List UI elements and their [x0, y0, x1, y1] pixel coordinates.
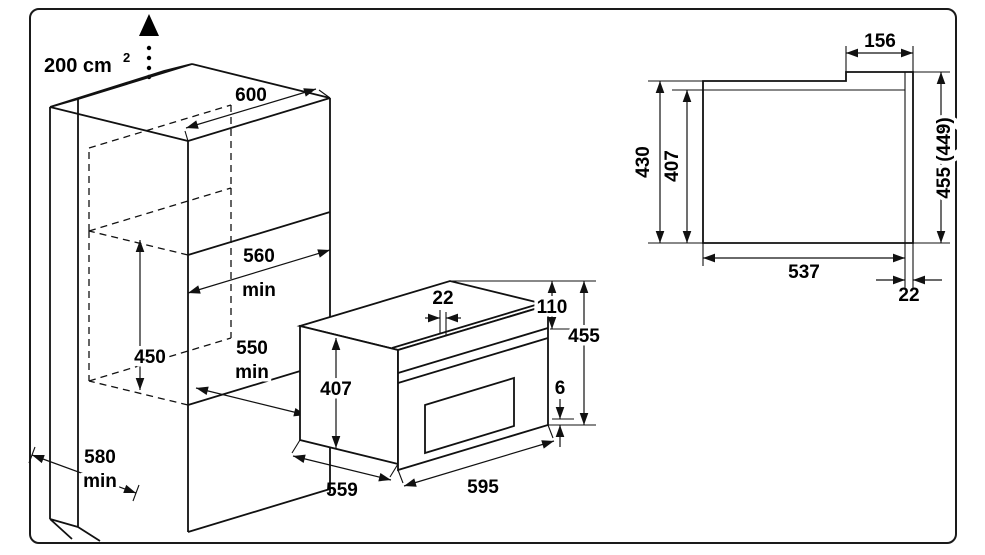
dim-oven-width: 595 [467, 477, 499, 498]
dim-niche-depth-min: min [235, 362, 269, 383]
dim-cabinet-width: 600 [235, 85, 267, 106]
cabinet-outline [49, 63, 331, 542]
vent-area-label: 200 cm [44, 55, 112, 77]
dim-side-door-thickness: 22 [898, 285, 919, 306]
dim-oven-front-height: 407 [320, 379, 352, 400]
dim-oven-bottom-gap: 6 [555, 378, 566, 399]
dim-side-inner-height: 407 [662, 150, 683, 182]
dim-line-base-depth [31, 454, 137, 494]
dim-base-depth: 580 [84, 447, 116, 468]
dim-side-depth: 537 [788, 262, 820, 283]
dim-line-oven-width [403, 440, 555, 487]
cabinet-extension-lines [28, 89, 331, 502]
dim-niche-width-min: min [242, 280, 276, 301]
dim-niche-depth: 550 [236, 338, 268, 359]
dim-oven-door-overhang: 22 [432, 288, 453, 309]
dim-niche-height: 450 [134, 347, 166, 368]
dim-line-niche-depth [195, 386, 307, 417]
dim-oven-height: 455 [568, 326, 600, 347]
dim-line-niche-width [187, 249, 331, 294]
dim-line-cabinet-width [185, 88, 317, 129]
dim-oven-top-section: 110 [537, 297, 568, 318]
page-border [29, 8, 957, 544]
oven-door-window [424, 376, 515, 455]
dim-base-depth-min: min [83, 471, 117, 492]
side-view-outline [702, 71, 914, 244]
dimension-labels: 200 cm 2 600 560 min 450 550 min 580 min… [44, 31, 959, 501]
dim-side-rear-height: 430 [633, 146, 654, 178]
dim-line-oven-depth [292, 454, 392, 482]
dim-side-top-recess: 156 [864, 31, 896, 52]
side-view-drawing [648, 46, 950, 288]
airflow-arrow-icon [139, 14, 159, 80]
oven-extension-lines [291, 280, 596, 484]
dim-side-front-height: 455 (449) [934, 117, 955, 198]
cabinet-drawing [28, 14, 331, 542]
side-view-inner-lines [703, 72, 906, 243]
oven-detail-lines [391, 302, 549, 384]
vent-area-sup: 2 [123, 50, 130, 65]
dim-niche-width: 560 [243, 246, 275, 267]
dim-oven-depth: 559 [326, 480, 358, 501]
oven-drawing [291, 280, 596, 487]
